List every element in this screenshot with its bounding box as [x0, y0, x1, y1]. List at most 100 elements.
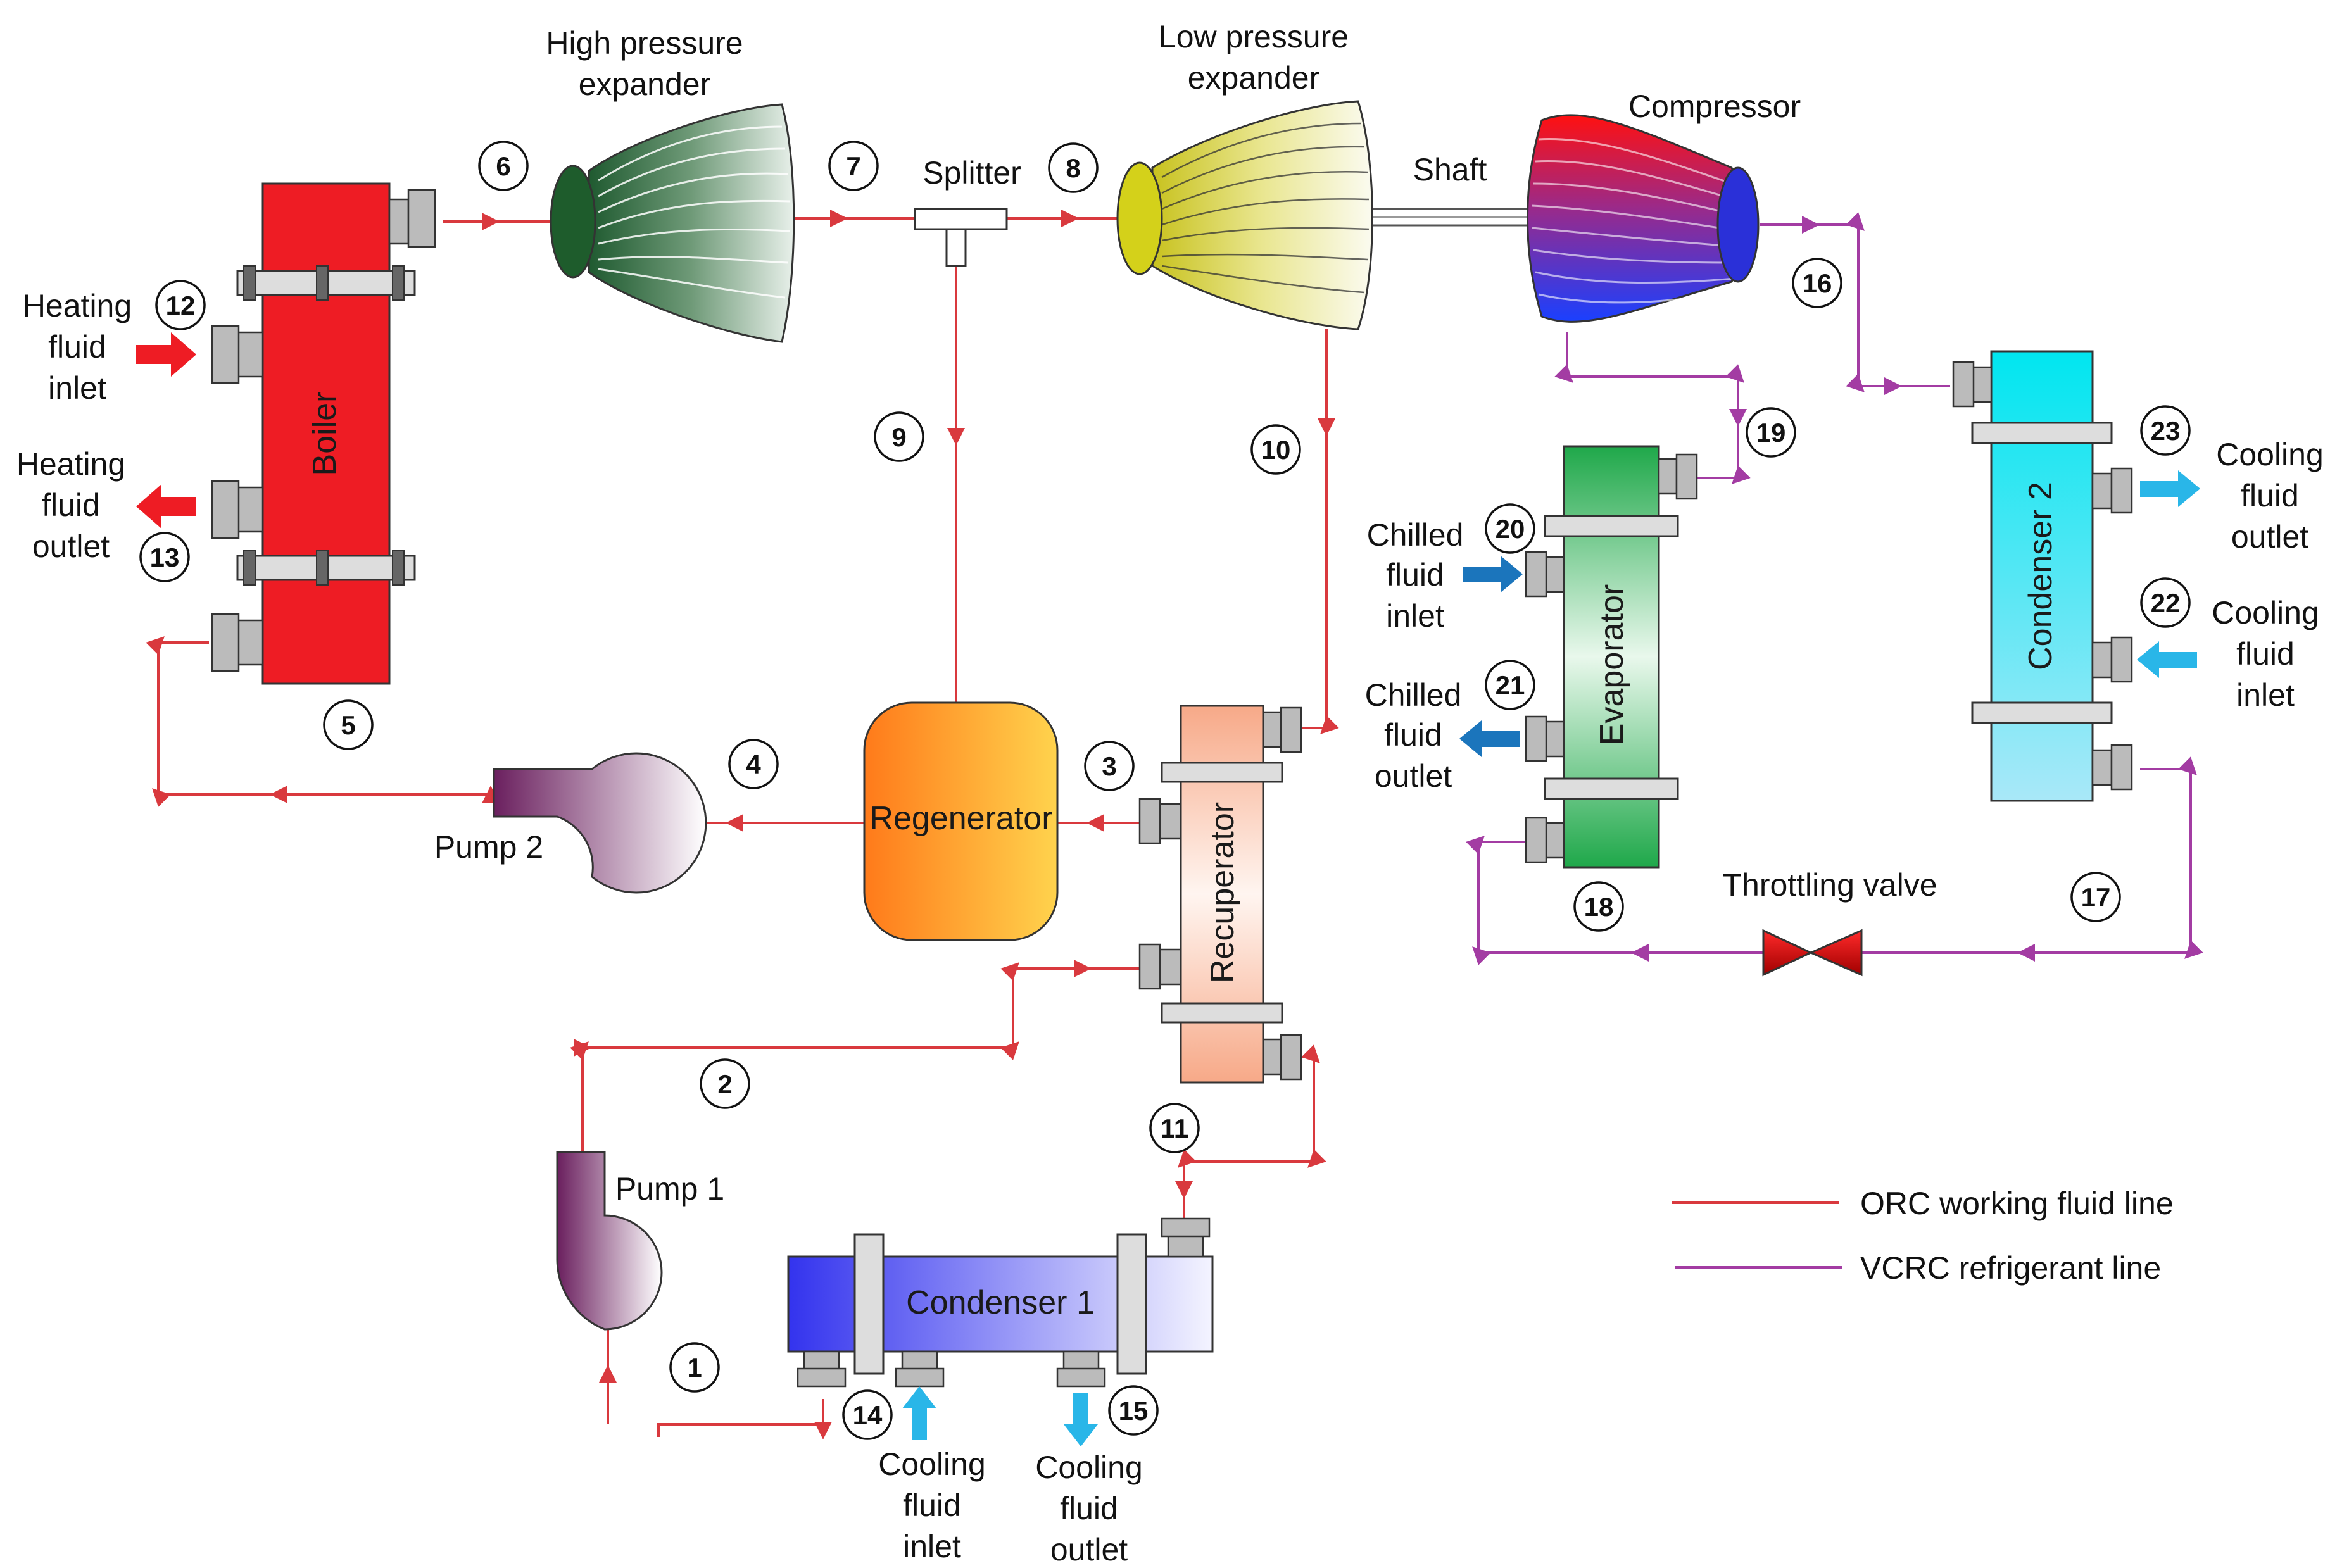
heating-outlet-arrow — [136, 484, 196, 529]
svg-text:fluid: fluid — [903, 1488, 961, 1523]
svg-text:17: 17 — [2081, 882, 2111, 912]
svg-text:outlet: outlet — [32, 529, 110, 564]
condenser-1 — [787, 1217, 1214, 1388]
state-point-12: 12 — [155, 280, 206, 330]
state-point-23: 23 — [2140, 405, 2191, 456]
cooling-outlet-c2-arrow — [2140, 470, 2200, 507]
svg-text:22: 22 — [2151, 588, 2181, 618]
pump-2 — [493, 752, 707, 894]
state-point-21: 21 — [1485, 660, 1535, 710]
low-pressure-expander-label-line2: expander — [1188, 60, 1320, 96]
legend: ORC working fluid line VCRC refrigerant … — [1672, 1186, 2174, 1286]
splitter — [914, 208, 1008, 267]
svg-text:19: 19 — [1756, 418, 1786, 448]
svg-text:inlet: inlet — [1386, 598, 1444, 634]
state-point-10: 10 — [1250, 424, 1301, 475]
shaft — [1370, 208, 1530, 227]
state-point-8: 8 — [1048, 142, 1099, 193]
svg-text:fluid: fluid — [2241, 478, 2299, 513]
chilled-outlet-arrow — [1459, 720, 1520, 757]
svg-text:Cooling: Cooling — [2212, 595, 2319, 630]
state-point-11: 11 — [1149, 1103, 1200, 1153]
splitter-label: Splitter — [923, 155, 1021, 191]
svg-text:Chilled: Chilled — [1365, 677, 1462, 713]
svg-text:inlet: inlet — [903, 1529, 961, 1564]
state-point-3: 3 — [1084, 741, 1135, 791]
svg-text:5: 5 — [341, 710, 355, 740]
pump-1-label: Pump 1 — [615, 1171, 724, 1207]
svg-text:12: 12 — [166, 291, 196, 320]
svg-text:inlet: inlet — [2236, 677, 2295, 713]
state-point-6: 6 — [478, 141, 529, 191]
condenser-2 — [1952, 350, 2133, 802]
legend-orc-label: ORC working fluid line — [1860, 1186, 2174, 1221]
compressor-label: Compressor — [1628, 89, 1801, 124]
state-point-20: 20 — [1485, 503, 1535, 554]
throttling-valve-label: Throttling valve — [1722, 867, 1937, 903]
svg-text:Cooling: Cooling — [878, 1446, 986, 1482]
svg-text:outlet: outlet — [1375, 758, 1452, 794]
state-point-1: 1 — [669, 1342, 720, 1393]
cooling-inlet-c2-arrow — [2137, 641, 2197, 678]
state-point-13: 13 — [139, 532, 190, 582]
state-point-19: 19 — [1746, 407, 1796, 458]
cooling-fluid-inlet-c1-label: Cooling fluid inlet — [878, 1446, 986, 1564]
state-point-14: 14 — [842, 1389, 893, 1440]
cooling-fluid-inlet-c2-label: Cooling fluid inlet — [2212, 595, 2319, 713]
state-point-22: 22 — [2140, 577, 2191, 628]
svg-text:outlet: outlet — [2231, 519, 2308, 555]
chilled-inlet-arrow — [1463, 556, 1523, 593]
state-point-17: 17 — [2070, 872, 2121, 922]
svg-text:Heating: Heating — [23, 288, 132, 323]
pump-1 — [556, 1151, 663, 1331]
svg-text:14: 14 — [853, 1400, 883, 1430]
svg-text:8: 8 — [1066, 153, 1080, 183]
high-pressure-expander-label-line1: High pressure — [546, 25, 743, 61]
high-pressure-expander-label-line2: expander — [579, 66, 711, 102]
state-point-2: 2 — [700, 1058, 750, 1109]
state-point-9: 9 — [874, 411, 924, 462]
state-point-7: 7 — [828, 141, 879, 191]
orc-lines — [146, 210, 1339, 1439]
state-point-16: 16 — [1792, 258, 1842, 308]
condenser-2-label: Condenser 2 — [2022, 482, 2059, 670]
cooling-inlet-c1-arrow — [902, 1386, 936, 1440]
svg-text:3: 3 — [1102, 751, 1116, 781]
svg-text:inlet: inlet — [48, 370, 106, 406]
low-pressure-expander-label-line1: Low pressure — [1159, 19, 1349, 54]
svg-text:1: 1 — [687, 1353, 702, 1383]
compressor — [1527, 114, 1760, 323]
cooling-fluid-outlet-c1-label: Cooling fluid outlet — [1035, 1450, 1143, 1567]
svg-text:13: 13 — [150, 543, 180, 572]
pump-2-label: Pump 2 — [434, 829, 543, 865]
heating-fluid-inlet-label: Heating fluid inlet — [23, 288, 132, 406]
svg-text:fluid: fluid — [1386, 557, 1444, 593]
recuperator-label: Recuperator — [1204, 802, 1241, 983]
condenser-1-label: Condenser 1 — [906, 1284, 1095, 1321]
svg-text:fluid: fluid — [42, 487, 100, 523]
shaft-label: Shaft — [1413, 152, 1487, 187]
svg-text:7: 7 — [846, 151, 860, 181]
heating-inlet-arrow — [136, 332, 196, 377]
throttling-valve — [1762, 929, 1863, 977]
low-pressure-expander — [1116, 100, 1373, 330]
svg-text:20: 20 — [1496, 514, 1525, 544]
svg-text:16: 16 — [1803, 268, 1832, 298]
legend-vcrc-label: VCRC refrigerant line — [1860, 1250, 2161, 1286]
svg-text:4: 4 — [746, 750, 761, 779]
state-point-5: 5 — [323, 699, 374, 750]
svg-text:11: 11 — [1161, 1113, 1188, 1143]
svg-text:fluid: fluid — [1384, 717, 1442, 753]
heating-fluid-outlet-label: Heating fluid outlet — [16, 446, 125, 564]
state-point-18: 18 — [1573, 881, 1624, 932]
svg-text:Chilled: Chilled — [1367, 517, 1464, 553]
svg-text:Cooling: Cooling — [1035, 1450, 1143, 1485]
svg-text:18: 18 — [1584, 892, 1614, 922]
svg-text:9: 9 — [891, 422, 906, 452]
cooling-fluid-outlet-c2-label: Cooling fluid outlet — [2216, 437, 2324, 555]
svg-text:fluid: fluid — [2236, 636, 2295, 672]
svg-text:outlet: outlet — [1050, 1532, 1128, 1567]
regenerator — [863, 701, 1059, 941]
recuperator — [1138, 705, 1302, 1084]
svg-text:fluid: fluid — [48, 329, 106, 365]
